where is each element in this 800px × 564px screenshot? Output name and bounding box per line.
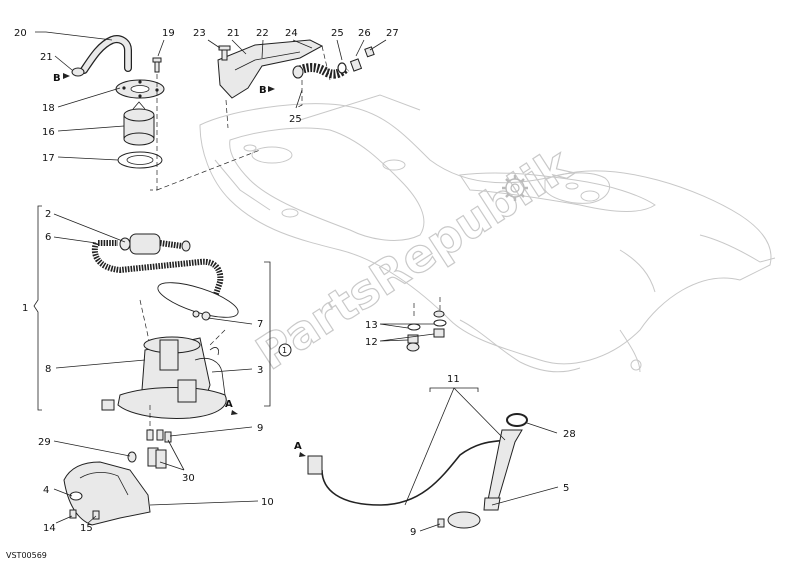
callout-23: 23 bbox=[193, 28, 206, 39]
callout-9-sensor: 9 bbox=[410, 527, 416, 538]
callout-15: 15 bbox=[80, 523, 93, 534]
callout-13: 13 bbox=[365, 320, 378, 331]
fuel-pump-group bbox=[91, 233, 239, 469]
callout-8: 8 bbox=[45, 364, 51, 375]
ref-marker-b-left: B bbox=[53, 73, 70, 84]
callout-28: 28 bbox=[563, 429, 576, 440]
pump-base-plate bbox=[117, 387, 227, 419]
callout-18: 18 bbox=[42, 103, 55, 114]
svg-text:A: A bbox=[225, 399, 233, 410]
callout-24: 24 bbox=[285, 28, 298, 39]
svg-text:B: B bbox=[53, 73, 61, 84]
leader-lines bbox=[35, 31, 559, 532]
clamp-25 bbox=[337, 62, 347, 74]
group-1-right-bracket bbox=[264, 261, 271, 407]
callout-25-mid: 25 bbox=[289, 114, 302, 125]
drawing-code: VST00569 bbox=[6, 551, 47, 560]
gear-icon bbox=[502, 175, 528, 201]
screw-15 bbox=[92, 510, 100, 520]
callout-29: 29 bbox=[38, 437, 51, 448]
mounting-bracket bbox=[217, 39, 324, 99]
callout-3: 3 bbox=[257, 365, 263, 376]
callout-26: 26 bbox=[358, 28, 371, 39]
callout-17: 17 bbox=[42, 153, 55, 164]
ref-marker-b-right: B bbox=[259, 85, 275, 96]
fuel-tank-ghost-outline bbox=[199, 94, 776, 373]
fitting-26 bbox=[349, 58, 363, 72]
callout-19: 19 bbox=[162, 28, 175, 39]
level-sensor bbox=[487, 429, 523, 501]
stud-nuts bbox=[146, 429, 172, 443]
screw-23 bbox=[221, 49, 228, 61]
svg-text:1: 1 bbox=[282, 346, 287, 355]
callout-20: 20 bbox=[14, 28, 27, 39]
ref-marker-a-pump: A bbox=[225, 399, 238, 415]
screw-19 bbox=[154, 61, 160, 73]
mount-hardware bbox=[406, 296, 447, 352]
callout-21-top: 21 bbox=[227, 28, 240, 39]
cap-27 bbox=[364, 46, 375, 58]
callout-6: 6 bbox=[45, 232, 51, 243]
callout-16: 16 bbox=[42, 127, 55, 138]
group-1-bracket bbox=[33, 205, 42, 411]
callout-11: 11 bbox=[447, 374, 460, 385]
callout-14: 14 bbox=[43, 523, 56, 534]
callout-12: 12 bbox=[365, 337, 378, 348]
callout-labels: 20 19 23 21 22 24 25 26 27 21 18 16 17 2… bbox=[14, 28, 576, 538]
callout-30: 30 bbox=[182, 473, 195, 484]
callout-7: 7 bbox=[257, 319, 263, 330]
callout-22: 22 bbox=[256, 28, 269, 39]
o-ring-28 bbox=[506, 413, 528, 427]
callout-2: 2 bbox=[45, 209, 51, 220]
level-sensor-group bbox=[307, 413, 528, 529]
callout-27: 27 bbox=[386, 28, 399, 39]
pump-mounting-gasket bbox=[157, 282, 239, 318]
callout-1: 1 bbox=[22, 303, 28, 314]
sensor-connector bbox=[307, 455, 323, 475]
fuel-filter bbox=[129, 233, 161, 255]
callout-21-left: 21 bbox=[40, 52, 53, 63]
heat-shield-group bbox=[63, 461, 151, 526]
callout-5: 5 bbox=[563, 483, 569, 494]
washer-4 bbox=[69, 491, 83, 501]
bracket-hose-group bbox=[217, 39, 375, 129]
heat-shield bbox=[63, 461, 151, 526]
hose-clamp bbox=[71, 67, 85, 77]
callout-10: 10 bbox=[261, 497, 274, 508]
screw-14 bbox=[69, 509, 77, 519]
sensor-cable bbox=[321, 439, 506, 506]
filler-breather-group bbox=[71, 35, 261, 191]
svg-text:B: B bbox=[259, 85, 267, 96]
ref-marker-a-sensor: A bbox=[294, 441, 306, 457]
callout-9-pump: 9 bbox=[257, 423, 263, 434]
circle-ref-marker: 1 bbox=[278, 343, 292, 357]
callout-25-top: 25 bbox=[331, 28, 344, 39]
svg-text:A: A bbox=[294, 441, 302, 452]
callout-4: 4 bbox=[43, 485, 49, 496]
